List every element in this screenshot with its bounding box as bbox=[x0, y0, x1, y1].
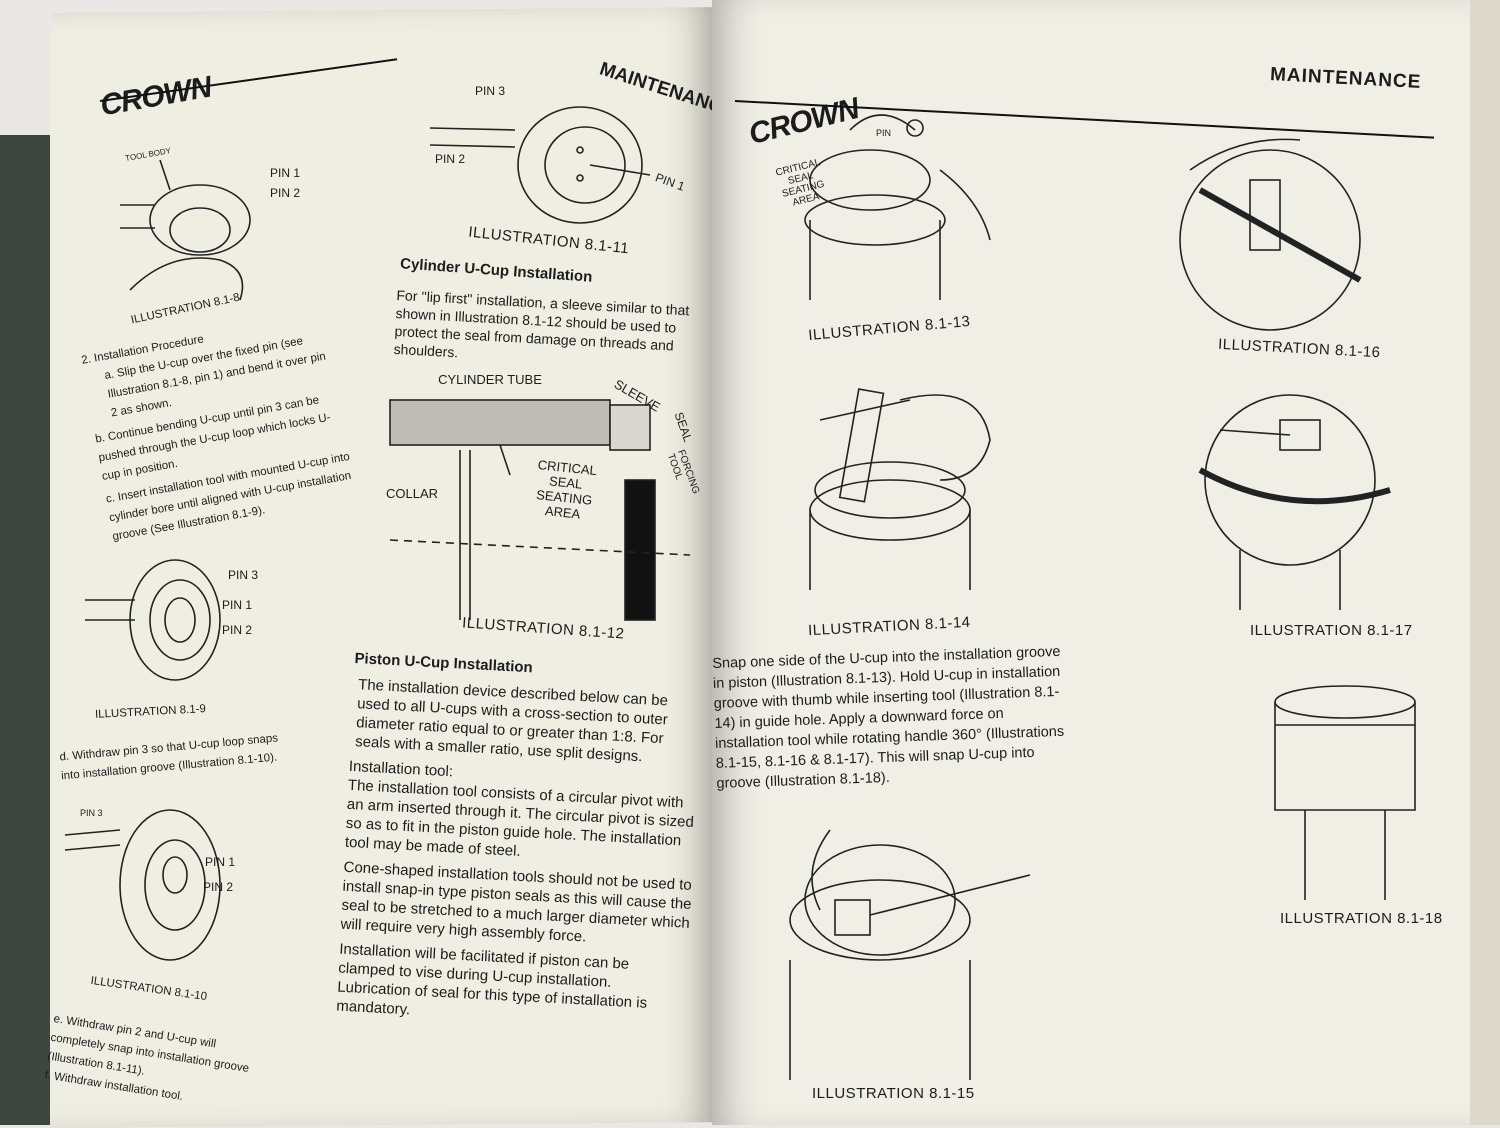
left-page-content: CROWN MAINTENANCE TOOL BODY PIN 1 PIN 2 … bbox=[0, 0, 737, 1125]
caption-8-1-14: ILLUSTRATION 8.1-14 bbox=[807, 613, 971, 640]
snap-instructions: Snap one side of the U-cup into the inst… bbox=[712, 643, 1065, 792]
label-collar: COLLAR bbox=[386, 486, 439, 501]
illustration-8-1-11 bbox=[429, 106, 651, 224]
illustration-8-1-12 bbox=[389, 399, 691, 621]
illustration-8-1-14 bbox=[809, 388, 991, 590]
illustration-8-1-13 bbox=[804, 114, 991, 300]
label-pin-2: PIN 2 bbox=[270, 186, 301, 200]
caption-8-1-17: ILLUSTRATION 8.1-17 bbox=[1250, 622, 1413, 639]
page-edges bbox=[1470, 0, 1500, 1125]
label-pin: PIN bbox=[876, 128, 892, 138]
label-pin-2: PIN 2 bbox=[203, 880, 234, 894]
illustration-8-1-18 bbox=[1274, 685, 1416, 900]
illustration-8-1-17 bbox=[1198, 394, 1391, 610]
caption-8-1-13: ILLUSTRATION 8.1-13 bbox=[807, 312, 972, 345]
right-page bbox=[712, 0, 1482, 1125]
illustration-8-1-16 bbox=[1179, 138, 1362, 331]
label-pin-1: PIN 1 bbox=[205, 855, 236, 869]
label-pin-3: PIN 3 bbox=[475, 84, 506, 98]
label-pin-2: PIN 2 bbox=[435, 152, 466, 166]
illustration-8-1-9 bbox=[85, 559, 221, 681]
label-pin-2: PIN 2 bbox=[222, 623, 253, 637]
label-cylinder-tube: CYLINDER TUBE bbox=[438, 372, 542, 387]
label-pin-3: PIN 3 bbox=[80, 808, 103, 818]
illustration-8-1-15 bbox=[789, 829, 1031, 1080]
page-header: MAINTENANCE bbox=[1269, 64, 1422, 93]
caption-8-1-18: ILLUSTRATION 8.1-18 bbox=[1280, 910, 1443, 927]
caption-8-1-15: ILLUSTRATION 8.1-15 bbox=[812, 1085, 975, 1102]
illustration-8-1-10 bbox=[64, 809, 221, 961]
label-pin-1: PIN 1 bbox=[222, 598, 253, 612]
label-pin-1: PIN 1 bbox=[270, 166, 301, 180]
illustration-8-1-8 bbox=[120, 159, 251, 301]
label-pin-3: PIN 3 bbox=[228, 568, 259, 582]
